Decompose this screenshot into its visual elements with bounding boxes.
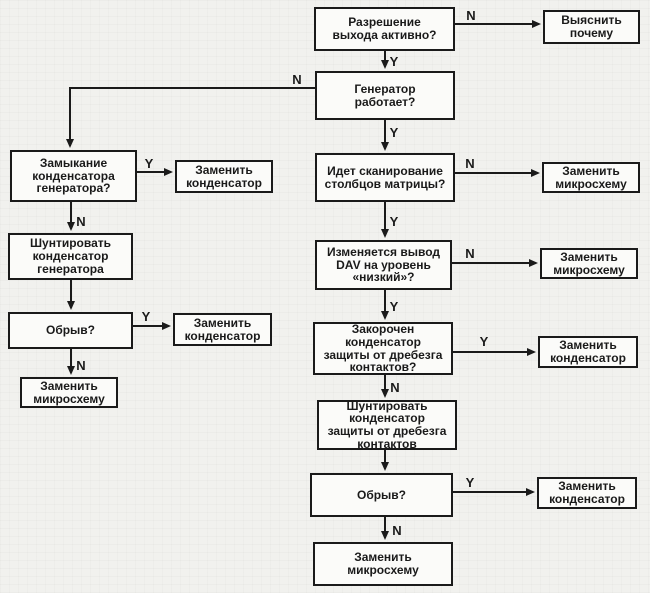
edge-label-break-main-no: N (392, 523, 401, 538)
edge-label-generator-yes: Y (390, 125, 399, 140)
flow-box-decision-break-left: Обрыв? (8, 312, 133, 349)
flow-box-decision-break-main: Обрыв? (310, 473, 453, 517)
edge-label-debounce-short-yes: Y (480, 334, 489, 349)
flow-box-action-replace-capacitor-3: Заменить конденсатор (538, 336, 638, 368)
flow-box-step-shunt-generator-cap: Шунтировать конденсатор генератора (8, 233, 133, 280)
flow-box-action-replace-chip-2: Заменить микросхему (540, 248, 638, 279)
flow-box-action-replace-capacitor-2: Заменить конденсатор (173, 313, 272, 346)
flow-box-action-replace-capacitor-4: Заменить конденсатор (537, 477, 637, 509)
edge-label-output-enable-yes: Y (390, 54, 399, 69)
edge-label-dav-low-yes: Y (390, 299, 399, 314)
edge-label-output-enable-no: N (466, 8, 475, 23)
edge-label-cap-short-no: N (76, 214, 85, 229)
edge-label-cap-short-yes: Y (145, 156, 154, 171)
flow-box-decision-generator-works: Генератор работает? (315, 71, 455, 120)
flow-box-decision-debounce-cap-short: Закорочен конденсатор защиты от дребезга… (313, 322, 453, 375)
flow-box-action-find-out-why: Выяснить почему (543, 10, 640, 44)
flow-box-decision-dav-low: Изменяется вывод DAV на уровень «низкий»… (315, 240, 452, 290)
flow-box-action-replace-capacitor-1: Заменить конденсатор (175, 160, 273, 193)
edge-label-break-left-no: N (76, 358, 85, 373)
edge-label-break-left-yes: Y (142, 309, 151, 324)
edge-label-matrix-scan-no: N (465, 156, 474, 171)
edge-label-break-main-yes: Y (466, 475, 475, 490)
flow-box-action-replace-chip-left: Заменить микросхему (20, 377, 118, 408)
edge-label-debounce-short-no: N (390, 380, 399, 395)
flow-box-action-replace-chip-bottom: Заменить микросхему (313, 542, 453, 586)
connector-generator-no (66, 87, 315, 148)
flow-box-decision-generator-cap-short: Замыкание конденсатора генератора? (10, 150, 137, 202)
edge-label-dav-low-no: N (465, 246, 474, 261)
flow-box-action-replace-chip-1: Заменить микросхему (542, 162, 640, 193)
flow-box-step-shunt-debounce-cap: Шунтировать конденсатор защиты от дребез… (317, 399, 457, 450)
flow-box-decision-output-enable: Разрешение выхода активно? (314, 7, 455, 51)
edge-label-generator-no: N (292, 72, 301, 87)
edge-label-matrix-scan-yes: Y (390, 214, 399, 229)
flow-box-decision-matrix-scan: Идет сканирование столбцов матрицы? (315, 153, 455, 202)
